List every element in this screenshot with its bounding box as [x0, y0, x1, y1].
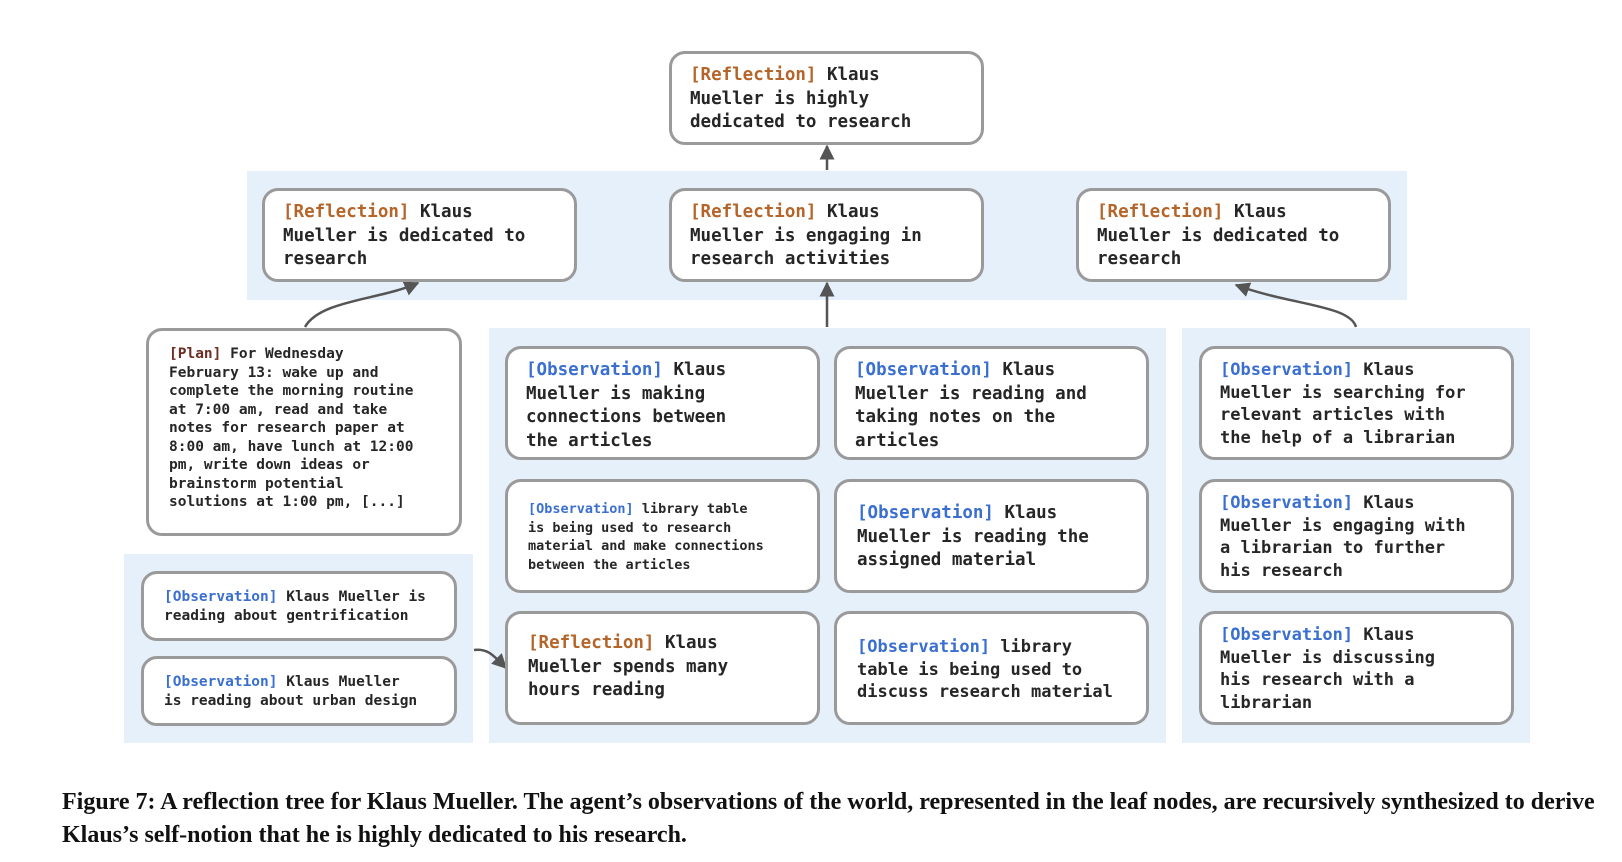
- center-observation-node-b2: [Observation] Klaus Mueller is reading t…: [834, 479, 1149, 593]
- node-text: library table is being used to discuss r…: [857, 637, 1113, 702]
- center-reflection-node-a3: [Reflection] Klaus Mueller spends many h…: [505, 611, 820, 725]
- node-tag: [Observation]: [526, 360, 663, 380]
- node-text: Klaus Mueller is engaging with a librari…: [1220, 493, 1466, 581]
- node-text: Klaus Mueller is reading and taking note…: [855, 360, 1087, 451]
- node-tag: [Observation]: [857, 503, 994, 523]
- center-observation-node-a2: [Observation] library table is being use…: [505, 479, 820, 593]
- figure-caption: Figure 7: A reflection tree for Klaus Mu…: [62, 789, 1595, 848]
- edge-plan-to-mid-left: [303, 281, 420, 328]
- left-observation-node-2: [Observation] Klaus Mueller is reading a…: [141, 656, 457, 726]
- edge-left-panel-to-center-reflection: [473, 648, 508, 670]
- node-tag: [Reflection]: [528, 633, 655, 653]
- node-text: Klaus Mueller is reading about urban des…: [164, 674, 418, 709]
- reflection-node-left: [Reflection] Klaus Mueller is dedicated …: [262, 188, 577, 282]
- node-tag: [Reflection]: [1097, 202, 1224, 222]
- node-text: Klaus Mueller is discussing his research…: [1220, 625, 1435, 713]
- node-tag: [Observation]: [855, 360, 992, 380]
- node-text: Klaus Mueller is highly dedicated to res…: [690, 65, 912, 132]
- left-observation-node-1: [Observation] Klaus Mueller is reading a…: [141, 571, 457, 641]
- reflection-node-right: [Reflection] Klaus Mueller is dedicated …: [1076, 188, 1391, 282]
- edge-right-panel-to-mid-right: [1234, 282, 1358, 328]
- node-tag: [Observation]: [1220, 360, 1354, 380]
- right-observation-node-3: [Observation] Klaus Mueller is discussin…: [1199, 611, 1514, 725]
- node-tag: [Observation]: [164, 674, 278, 690]
- node-tag: [Observation]: [528, 501, 634, 517]
- plan-node: [Plan] For Wednesday February 13: wake u…: [146, 328, 462, 536]
- node-tag: [Reflection]: [690, 65, 817, 85]
- right-observation-node-2: [Observation] Klaus Mueller is engaging …: [1199, 479, 1514, 593]
- node-tag: [Observation]: [1220, 493, 1354, 513]
- right-observation-node-1: [Observation] Klaus Mueller is searching…: [1199, 346, 1514, 460]
- node-text: Klaus Mueller is reading the assigned ma…: [857, 503, 1089, 570]
- node-text: Klaus Mueller spends many hours reading: [528, 633, 729, 700]
- node-tag: [Reflection]: [690, 202, 817, 222]
- node-text: Klaus Mueller is dedicated to research: [283, 202, 526, 269]
- node-text: library table is being used to research …: [528, 501, 764, 573]
- node-tag: [Reflection]: [283, 202, 410, 222]
- node-text: Klaus Mueller is dedicated to research: [1097, 202, 1340, 269]
- node-tag: [Plan]: [169, 346, 222, 362]
- node-text: Klaus Mueller is searching for relevant …: [1220, 360, 1466, 448]
- center-observation-node-b3: [Observation] library table is being use…: [834, 611, 1149, 725]
- node-text: For Wednesday February 13: wake up and c…: [169, 346, 414, 510]
- node-text: Klaus Mueller is making connections betw…: [526, 360, 727, 451]
- center-observation-node-b1: [Observation] Klaus Mueller is reading a…: [834, 346, 1149, 460]
- node-tag: [Observation]: [1220, 625, 1354, 645]
- node-tag: [Observation]: [164, 589, 278, 605]
- root-reflection-node: [Reflection] Klaus Mueller is highly ded…: [669, 51, 984, 145]
- node-text: Klaus Mueller is engaging in research ac…: [690, 202, 922, 269]
- center-observation-node-a1: [Observation] Klaus Mueller is making co…: [505, 346, 820, 460]
- reflection-node-center: [Reflection] Klaus Mueller is engaging i…: [669, 188, 984, 282]
- node-tag: [Observation]: [857, 637, 991, 657]
- node-text: Klaus Mueller is reading about gentrific…: [164, 589, 426, 624]
